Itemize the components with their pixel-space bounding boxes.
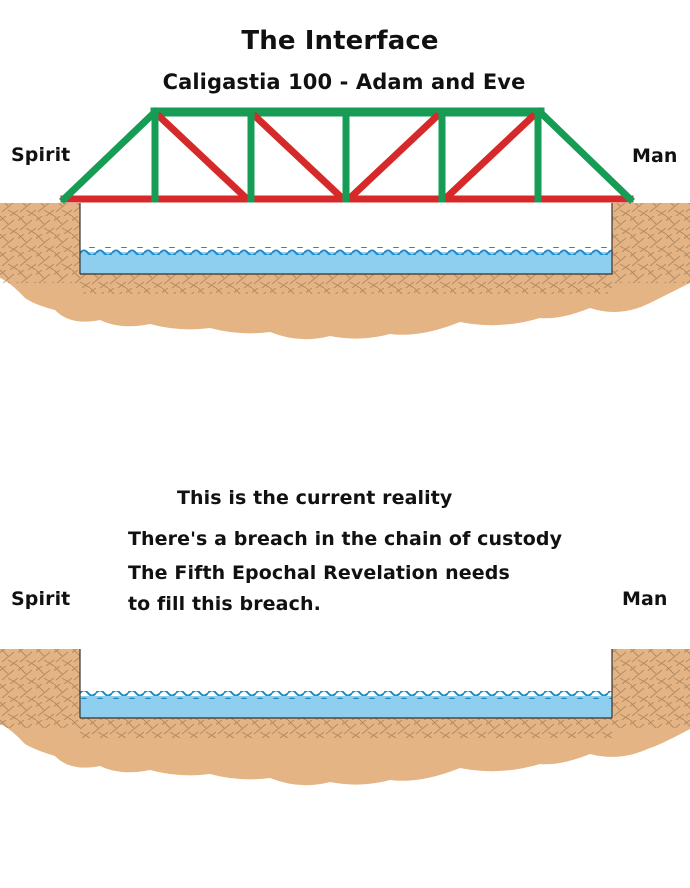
revelation-caption-line-1: The Fifth Epochal Revelation needs — [128, 562, 510, 584]
revelation-caption-line-2: to fill this breach. — [128, 593, 321, 615]
bottom-scene — [0, 649, 690, 786]
current-reality-caption: This is the current reality — [177, 487, 453, 509]
truss-diagonal — [155, 112, 250, 202]
truss-diagonal — [251, 112, 346, 202]
top-ground — [0, 203, 690, 340]
truss-diagonal — [442, 112, 537, 202]
bottom-river-water — [80, 696, 612, 718]
truss-end-left — [59, 107, 160, 204]
bottom-left-label: Spirit — [11, 588, 71, 610]
bottom-ground-hatch — [0, 649, 690, 738]
bottom-ground — [0, 649, 690, 786]
bottom-river-waves — [80, 691, 612, 699]
bridge-truss — [59, 107, 635, 204]
top-scene — [0, 107, 690, 340]
top-river-waves — [80, 247, 612, 255]
breach-caption: There's a breach in the chain of custody — [128, 528, 563, 550]
diagram-title: The Interface — [241, 26, 439, 56]
diagram-subtitle: Caligastia 100 - Adam and Eve — [162, 70, 526, 94]
bottom-right-label: Man — [622, 588, 668, 610]
truss-diagonal — [346, 112, 441, 202]
top-ground-hatch — [0, 203, 690, 294]
truss-end-right — [535, 107, 635, 204]
top-left-label: Spirit — [11, 144, 71, 166]
top-right-label: Man — [632, 145, 678, 167]
top-river-water — [80, 252, 612, 274]
